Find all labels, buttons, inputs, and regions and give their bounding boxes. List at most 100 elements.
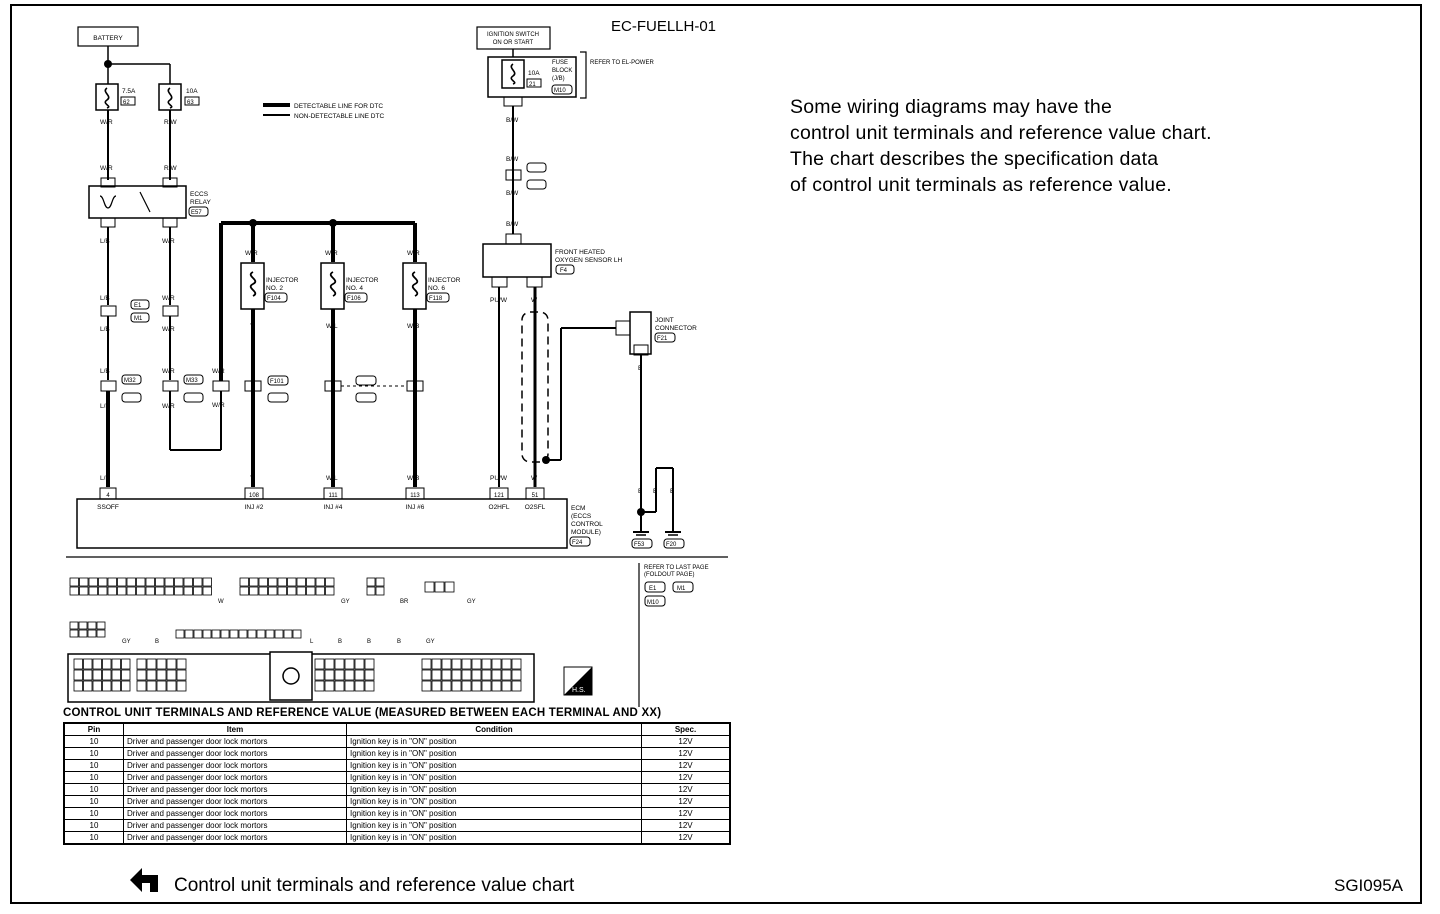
svg-text:INJECTOR: INJECTOR xyxy=(266,277,299,284)
svg-text:F101: F101 xyxy=(270,379,284,385)
svg-text:E57: E57 xyxy=(191,210,202,216)
svg-text:113: 113 xyxy=(410,493,420,499)
svg-text:INJ #6: INJ #6 xyxy=(406,504,425,511)
svg-text:4: 4 xyxy=(106,493,110,499)
svg-text:L/B: L/B xyxy=(100,475,110,482)
svg-text:L/B: L/B xyxy=(100,295,110,302)
svg-text:L: L xyxy=(310,639,314,645)
svg-text:FUSE: FUSE xyxy=(552,60,568,66)
cell-spec: 12V xyxy=(641,735,731,748)
connector-face-m32 xyxy=(69,577,212,596)
svg-text:O2HFL: O2HFL xyxy=(489,504,510,511)
col-header-pin: Pin xyxy=(63,722,124,736)
cell-pin: 10 xyxy=(63,747,124,760)
svg-text:INJ #2: INJ #2 xyxy=(245,504,264,511)
svg-text:PU/W: PU/W xyxy=(490,475,508,482)
svg-text:W/R: W/R xyxy=(162,368,175,375)
cell-pin: 10 xyxy=(63,771,124,784)
cell-spec: 12V xyxy=(641,783,731,796)
refer-el-power: REFER TO EL-POWER xyxy=(590,60,654,66)
svg-text:GY: GY xyxy=(426,639,435,645)
explanation-line: Some wiring diagrams may have the xyxy=(790,96,1112,118)
svg-text:MODULE): MODULE) xyxy=(571,529,601,536)
svg-text:M10: M10 xyxy=(554,88,566,94)
cell-pin: 10 xyxy=(63,735,124,748)
injector-6: INJECTOR NO. 6 F118 xyxy=(402,223,461,487)
joint-connector: JOINT CONNECTOR F21 xyxy=(615,311,697,356)
svg-text:M32: M32 xyxy=(124,378,136,384)
svg-text:L/B: L/B xyxy=(100,403,110,410)
svg-text:W/R: W/R xyxy=(162,403,175,410)
ignition-switch: IGNITION SWITCH ON OR START xyxy=(476,26,551,50)
svg-text:63: 63 xyxy=(187,100,194,106)
explanation-line: of control unit terminals as reference v… xyxy=(790,174,1172,196)
svg-text:W/L: W/L xyxy=(326,475,338,482)
cell-spec: 12V xyxy=(641,807,731,820)
svg-text:H.S.: H.S. xyxy=(572,687,586,694)
svg-text:L/B: L/B xyxy=(100,326,110,333)
svg-text:B: B xyxy=(155,639,159,645)
ecm-block: 4 108 111 113 121 51 SSOFF INJ #2 INJ #4… xyxy=(76,487,603,549)
ecm-center-boss xyxy=(269,651,313,701)
svg-text:OXYGEN SENSOR LH: OXYGEN SENSOR LH xyxy=(555,257,622,264)
svg-text:B/W: B/W xyxy=(506,117,519,124)
svg-text:Y: Y xyxy=(250,475,255,482)
svg-text:F20: F20 xyxy=(666,542,677,548)
svg-text:CONNECTOR: CONNECTOR xyxy=(655,325,697,332)
svg-text:10A: 10A xyxy=(186,88,198,95)
svg-text:B/W: B/W xyxy=(506,190,519,197)
svg-text:NO. 6: NO. 6 xyxy=(428,285,445,292)
col-header-spec: Spec. xyxy=(641,722,731,736)
cell-pin: 10 xyxy=(63,795,124,808)
fuse-63: 10A 63 xyxy=(158,83,200,111)
ecm-bolt-hole xyxy=(282,667,300,685)
dtc-legend: DETECTABLE LINE FOR DTC NON-DETECTABLE L… xyxy=(263,103,384,120)
svg-text:BLOCK: BLOCK xyxy=(552,68,572,74)
svg-text:W/R: W/R xyxy=(245,250,258,257)
connector-face-f4 xyxy=(424,581,455,593)
connector-face-m33 xyxy=(239,577,335,596)
svg-text:W/R: W/R xyxy=(162,326,175,333)
svg-text:O2SFL: O2SFL xyxy=(525,504,546,511)
svg-text:W/R: W/R xyxy=(325,250,338,257)
svg-text:W/R: W/R xyxy=(212,402,225,409)
chart-caption: Control unit terminals and reference val… xyxy=(174,875,575,896)
svg-text:F104: F104 xyxy=(267,296,281,302)
svg-text:B: B xyxy=(367,639,371,645)
svg-text:F4: F4 xyxy=(560,268,568,274)
svg-text:W/R: W/R xyxy=(162,295,175,302)
cell-condition: Ignition key is in "ON" position xyxy=(346,759,642,772)
cell-item: Driver and passenger door lock mortors xyxy=(123,759,347,772)
up-arrow-icon xyxy=(130,868,158,892)
svg-text:NO. 2: NO. 2 xyxy=(266,285,283,292)
explanation-line: The chart describes the specification da… xyxy=(790,148,1159,170)
svg-text:62: 62 xyxy=(123,100,130,106)
table-header-row: Pin Item Condition Spec. xyxy=(63,722,731,736)
svg-text:E1: E1 xyxy=(649,586,657,592)
ecm-face-mid xyxy=(136,658,187,692)
svg-text:B/W: B/W xyxy=(506,221,519,228)
svg-text:F21: F21 xyxy=(657,336,668,342)
svg-text:INJ #4: INJ #4 xyxy=(324,504,343,511)
svg-text:M1: M1 xyxy=(677,586,686,592)
svg-text:W/R: W/R xyxy=(100,119,113,126)
cell-condition: Ignition key is in "ON" position xyxy=(346,819,642,832)
svg-text:JOINT: JOINT xyxy=(655,317,674,324)
svg-text:W/R: W/R xyxy=(100,165,113,172)
svg-text:(FOLDOUT PAGE): (FOLDOUT PAGE) xyxy=(644,572,694,578)
svg-text:M10: M10 xyxy=(647,600,659,606)
cell-pin: 10 xyxy=(63,819,124,832)
svg-text:L/B: L/B xyxy=(100,238,110,245)
svg-text:108: 108 xyxy=(249,493,260,499)
svg-text:B/W: B/W xyxy=(506,156,519,163)
svg-text:(J/B): (J/B) xyxy=(552,76,565,82)
svg-text:RELAY: RELAY xyxy=(190,199,211,206)
cell-condition: Ignition key is in "ON" position xyxy=(346,831,642,845)
